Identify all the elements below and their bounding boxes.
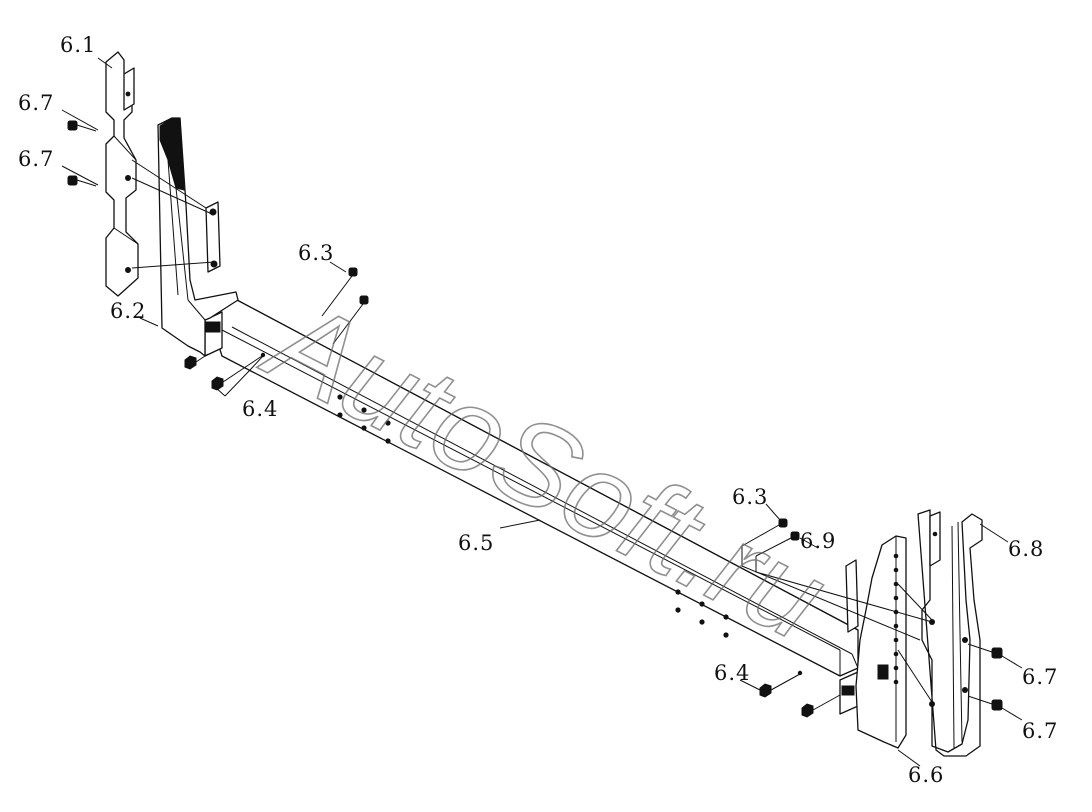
label-6-3-left: 6.3 — [298, 241, 334, 265]
right-bracket-6-8 — [917, 509, 983, 757]
right-post-6-6 — [855, 535, 907, 749]
label-6-5: 6.5 — [458, 531, 494, 555]
long-bolt-6-3-left — [321, 267, 369, 345]
label-6-9: 6.9 — [800, 529, 836, 553]
bolt-6-7-right-lower — [967, 695, 1003, 711]
label-6-4-right: 6.4 — [714, 661, 750, 685]
label-6-8: 6.8 — [1008, 537, 1044, 561]
label-6-1: 6.1 — [60, 33, 96, 57]
label-6-3-right: 6.3 — [732, 485, 768, 509]
label-6-7-right-upper: 6.7 — [1022, 665, 1058, 689]
bolt-6-7-left-upper — [67, 120, 97, 132]
left-bracket-6-1 — [105, 51, 139, 297]
leader-lines — [61, 57, 1023, 767]
nut-6-4-right — [759, 683, 814, 718]
bolt-6-7-left-lower — [67, 175, 97, 187]
bolt-6-7-right-upper — [967, 643, 1003, 659]
long-bolt-6-3-right — [741, 518, 800, 557]
label-6-4-left: 6.4 — [242, 397, 278, 421]
label-6-7-right-lower: 6.7 — [1022, 719, 1058, 743]
label-6-7-left-upper: 6.7 — [18, 91, 54, 115]
label-6-6: 6.6 — [908, 763, 944, 787]
strap-6-9 — [845, 559, 859, 633]
watermark-text: AutoSoft.ru — [245, 271, 846, 666]
left-post-6-2 — [157, 117, 239, 357]
label-6-7-left-lower: 6.7 — [18, 147, 54, 171]
label-6-2: 6.2 — [110, 299, 146, 323]
nut-6-4-left — [184, 355, 224, 391]
